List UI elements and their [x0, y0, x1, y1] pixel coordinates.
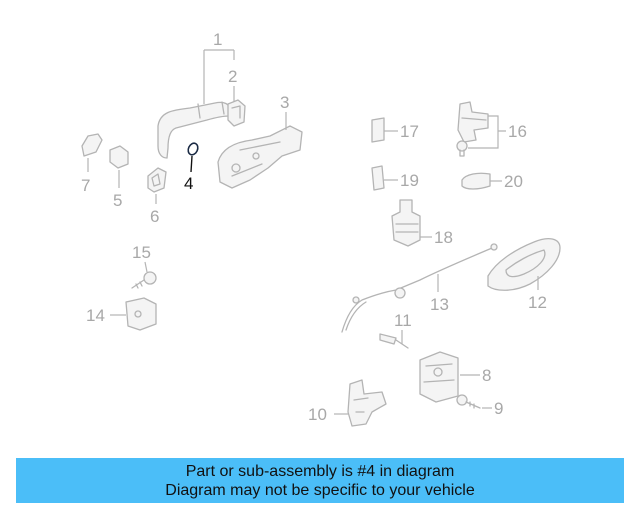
- callout-14: 14: [86, 306, 105, 325]
- leader-15: [144, 261, 148, 273]
- callout-6: 6: [150, 207, 159, 226]
- callout-5: 5: [113, 191, 122, 210]
- part-12-inner-handle: [487, 237, 561, 291]
- part-11-rod: [379, 333, 409, 349]
- callout-13: 13: [430, 295, 449, 314]
- part-4-gasket: [187, 142, 199, 156]
- callout-11: 11: [394, 311, 412, 330]
- part-19: [371, 165, 385, 191]
- leader-16: [468, 115, 506, 149]
- part-9-screw: [456, 394, 481, 409]
- callout-18: 18: [434, 228, 453, 247]
- parts-diagram: 1 2 3 4 5 6 7 15: [81, 30, 561, 427]
- caption-line-2: Diagram may not be specific to your vehi…: [165, 481, 475, 499]
- part-18-actuator: [391, 199, 421, 247]
- callout-19: 19: [400, 171, 419, 190]
- callout-10: 10: [308, 405, 327, 424]
- part-5-cap: [109, 145, 129, 169]
- part-20: [461, 172, 491, 190]
- callout-17: 17: [400, 122, 419, 141]
- callout-4: 4: [184, 174, 193, 193]
- callout-12: 12: [528, 293, 547, 312]
- part-10-bracket: [347, 379, 387, 427]
- leader-4: [190, 155, 193, 173]
- part-6-pad: [147, 167, 167, 193]
- callout-7: 7: [81, 176, 90, 195]
- part-8-latch: [419, 351, 459, 403]
- part-15-bolt: [131, 271, 157, 289]
- callout-3: 3: [280, 93, 289, 112]
- callout-8: 8: [482, 366, 491, 385]
- caption-bar: Part or sub-assembly is #4 in diagram Di…: [16, 458, 624, 503]
- part-7-clip: [81, 133, 103, 157]
- part-16-hinge: [456, 101, 489, 157]
- part-1-outer-handle: [157, 101, 231, 159]
- part-14-plate: [125, 297, 157, 331]
- leader-1: [203, 49, 235, 104]
- part-2-bracket: [227, 99, 246, 127]
- part-17: [371, 117, 385, 143]
- callout-20: 20: [504, 172, 523, 191]
- part-13-cable: [341, 243, 498, 333]
- callout-15: 15: [132, 243, 151, 262]
- callout-1: 1: [213, 30, 222, 49]
- part-3-handle-frame: [217, 125, 303, 189]
- caption-line-1: Part or sub-assembly is #4 in diagram: [185, 462, 455, 480]
- callout-16: 16: [508, 122, 527, 141]
- callout-2: 2: [228, 67, 237, 86]
- callout-9: 9: [494, 399, 503, 418]
